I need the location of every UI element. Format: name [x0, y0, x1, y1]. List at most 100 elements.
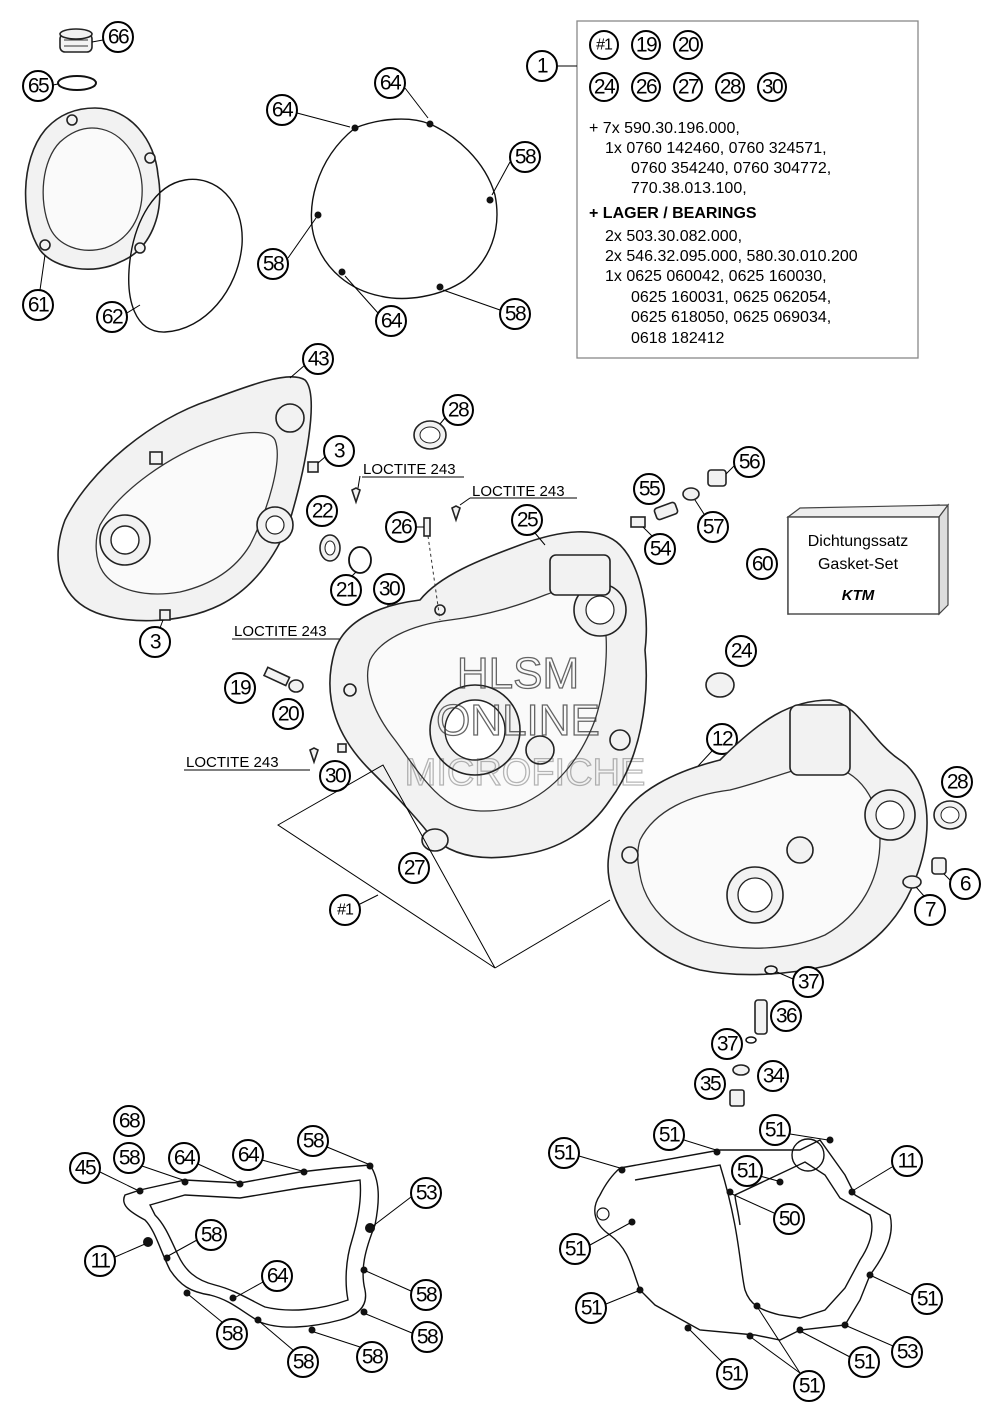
svg-text:66: 66	[108, 26, 129, 49]
svg-text:50: 50	[779, 1208, 800, 1231]
callout-25[interactable]: 25	[511, 504, 543, 536]
callout-28-a[interactable]: 28	[442, 394, 474, 426]
callout-#1[interactable]: #1	[329, 894, 361, 926]
callout-51-h[interactable]: 51	[716, 1358, 748, 1390]
svg-text:37: 37	[717, 1033, 738, 1056]
callout-22[interactable]: 22	[306, 495, 338, 527]
ref-callout-#1[interactable]: #1	[589, 30, 619, 60]
callout-58-k[interactable]: 58	[411, 1321, 443, 1353]
svg-text:19: 19	[230, 677, 251, 700]
callout-51-g[interactable]: 51	[575, 1292, 607, 1324]
callout-50[interactable]: 50	[773, 1203, 805, 1235]
callout-3-b[interactable]: 3	[139, 626, 171, 658]
info-line-3: 0760 354240, 0760 304772,	[631, 160, 831, 177]
callout-21[interactable]: 21	[330, 574, 362, 606]
ref-callout-19[interactable]: 19	[631, 30, 661, 60]
callout-19[interactable]: 19	[224, 672, 256, 704]
ref-callout-20[interactable]: 20	[673, 30, 703, 60]
callout-58-a[interactable]: 58	[509, 141, 541, 173]
callout-66[interactable]: 66	[102, 21, 134, 53]
callout-53-a[interactable]: 53	[410, 1177, 442, 1209]
ref-callout-24[interactable]: 24	[589, 72, 619, 102]
callout-55[interactable]: 55	[633, 473, 665, 505]
callout-1[interactable]: 1	[526, 50, 558, 82]
callout-57[interactable]: 57	[697, 511, 729, 543]
callout-68[interactable]: 68	[113, 1105, 145, 1137]
ref-callout-28[interactable]: 28	[715, 72, 745, 102]
callout-58-j[interactable]: 58	[356, 1341, 388, 1373]
dowel-pin-3-b	[159, 609, 171, 621]
callout-6[interactable]: 6	[949, 868, 981, 900]
callout-64-c[interactable]: 64	[375, 305, 407, 337]
callout-11-a[interactable]: 11	[84, 1245, 116, 1277]
svg-text:25: 25	[517, 509, 538, 532]
callout-51-d[interactable]: 51	[731, 1155, 763, 1187]
callout-45[interactable]: 45	[69, 1152, 101, 1184]
callout-64-d[interactable]: 64	[168, 1142, 200, 1174]
callout-65[interactable]: 65	[22, 70, 54, 102]
callout-12[interactable]: 12	[706, 723, 738, 755]
callout-30-b[interactable]: 30	[319, 760, 351, 792]
callout-11-b[interactable]: 11	[891, 1145, 923, 1177]
callout-58-f[interactable]: 58	[195, 1219, 227, 1251]
svg-text:58: 58	[303, 1130, 324, 1153]
callout-60[interactable]: 60	[746, 548, 778, 580]
svg-text:26: 26	[391, 516, 412, 539]
ref-callout-30[interactable]: 30	[757, 72, 787, 102]
callout-53-b[interactable]: 53	[891, 1336, 923, 1368]
svg-text:55: 55	[639, 478, 660, 501]
callout-51-b[interactable]: 51	[653, 1119, 685, 1151]
callout-58-c[interactable]: 58	[499, 298, 531, 330]
callout-51-a[interactable]: 51	[548, 1137, 580, 1169]
callout-64-a[interactable]: 64	[374, 67, 406, 99]
callout-61[interactable]: 61	[22, 289, 54, 321]
callout-3-a[interactable]: 3	[323, 435, 355, 467]
callout-26[interactable]: 26	[385, 511, 417, 543]
ref-callout-26[interactable]: 26	[631, 72, 661, 102]
screw-19	[262, 666, 291, 687]
info-line-6: 2x 503.30.082.000,	[605, 228, 742, 245]
callout-37-a[interactable]: 37	[792, 966, 824, 998]
callout-27[interactable]: 27	[398, 852, 430, 884]
callout-58-e[interactable]: 58	[297, 1125, 329, 1157]
callout-58-b[interactable]: 58	[257, 248, 289, 280]
callout-24[interactable]: 24	[725, 635, 757, 667]
callout-35[interactable]: 35	[694, 1068, 726, 1100]
callout-64-e[interactable]: 64	[232, 1139, 264, 1171]
callout-28-b[interactable]: 28	[941, 766, 973, 798]
callout-51-f[interactable]: 51	[911, 1283, 943, 1315]
callout-54[interactable]: 54	[644, 533, 676, 565]
loctite-drop-1	[351, 487, 361, 505]
info-line-2: 1x 0760 142460, 0760 324571,	[605, 140, 827, 157]
callout-58-g[interactable]: 58	[410, 1279, 442, 1311]
callout-34[interactable]: 34	[757, 1060, 789, 1092]
callout-58-i[interactable]: 58	[287, 1346, 319, 1378]
callout-51-c[interactable]: 51	[759, 1114, 791, 1146]
callout-43[interactable]: 43	[302, 343, 334, 375]
shaft-seal-22	[319, 534, 341, 562]
callout-36[interactable]: 36	[770, 1000, 802, 1032]
svg-text:58: 58	[505, 303, 526, 326]
callout-51-i[interactable]: 51	[793, 1370, 825, 1402]
callout-51-e[interactable]: 51	[559, 1233, 591, 1265]
info-line-4: 770.38.013.100,	[631, 180, 747, 197]
callout-20[interactable]: 20	[272, 698, 304, 730]
svg-text:30: 30	[325, 765, 346, 788]
callout-64-b[interactable]: 64	[266, 94, 298, 126]
ref-callout-27[interactable]: 27	[673, 72, 703, 102]
callout-56[interactable]: 56	[733, 446, 765, 478]
callout-64-f[interactable]: 64	[261, 1260, 293, 1292]
callout-7[interactable]: 7	[914, 894, 946, 926]
callout-58-d[interactable]: 58	[113, 1142, 145, 1174]
svg-text:7: 7	[925, 899, 936, 922]
svg-text:11: 11	[898, 1150, 918, 1173]
watermark-line-1: HLSM	[457, 649, 579, 698]
callout-37-b[interactable]: 37	[711, 1028, 743, 1060]
callout-30-a[interactable]: 30	[373, 573, 405, 605]
svg-text:#1: #1	[337, 902, 354, 919]
callout-62[interactable]: 62	[96, 301, 128, 333]
svg-text:35: 35	[700, 1073, 721, 1096]
callout-51-j[interactable]: 51	[848, 1346, 880, 1378]
callout-58-h[interactable]: 58	[216, 1318, 248, 1350]
